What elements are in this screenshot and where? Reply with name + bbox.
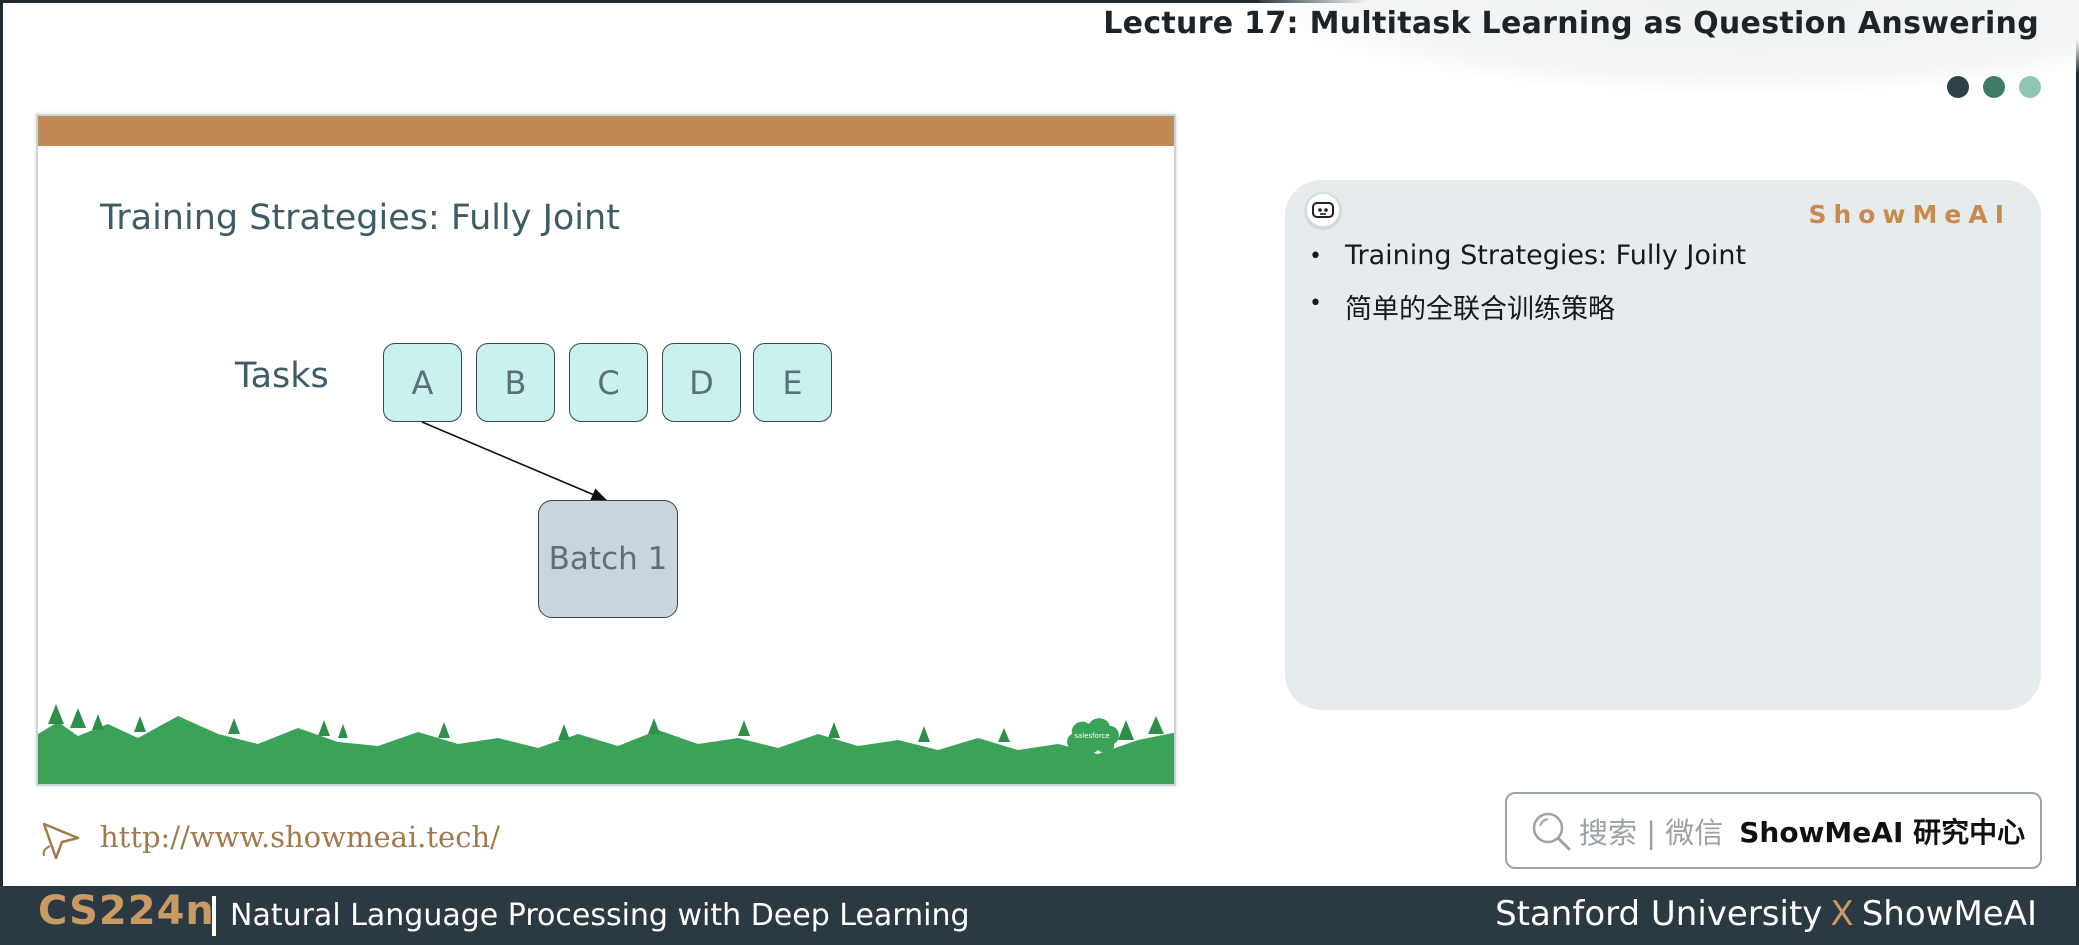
brand-label: ShowMeAI (1808, 200, 2011, 229)
robot-icon (1305, 192, 1341, 228)
lecture-slide: Training Strategies: Fully Joint Tasks A… (36, 114, 1176, 786)
cursor-icon (42, 822, 80, 860)
footer-x: X (1830, 894, 1854, 934)
salesforce-logo-text: salesforce (1074, 732, 1109, 740)
task-box-a: A (383, 343, 462, 422)
dot-light (2019, 76, 2041, 98)
course-code: CS224n (38, 888, 215, 934)
search-icon (1532, 812, 1571, 850)
task-box-e: E (753, 343, 832, 422)
batch-box: Batch 1 (538, 500, 678, 618)
search-account-name: ShowMeAI 研究中心 (1739, 815, 2026, 849)
forest-landscape (38, 704, 1174, 784)
search-box[interactable]: 搜索 | 微信 ShowMeAI 研究中心 (1505, 792, 2042, 869)
notes-list: Training Strategies: Fully Joint 简单的全联合训… (1309, 240, 1746, 342)
slide-top-bar (38, 116, 1174, 146)
footer-divider (212, 896, 216, 936)
task-box-d: D (662, 343, 741, 422)
dot-mid (1983, 76, 2005, 98)
header-decoration (1259, 0, 2079, 95)
tasks-label: Tasks (235, 356, 329, 396)
slide-title: Training Strategies: Fully Joint (100, 198, 620, 238)
footer-bar: CS224n Natural Language Processing with … (0, 886, 2079, 945)
task-to-batch-arrow (421, 421, 608, 501)
search-hint: 搜索 | 微信 (1579, 815, 1724, 850)
dot-dark (1947, 76, 1969, 98)
footer-left-org: Stanford University (1495, 894, 1823, 934)
website-link[interactable]: http://www.showmeai.tech/ (100, 820, 500, 854)
notes-bullet: Training Strategies: Fully Joint (1309, 240, 1746, 274)
salesforce-logo: salesforce (1067, 718, 1119, 755)
course-name: Natural Language Processing with Deep Le… (230, 898, 970, 933)
footer-right-org: ShowMeAI (1861, 894, 2037, 934)
notes-panel: ShowMeAI Training Strategies: Fully Join… (1285, 180, 2041, 710)
task-box-b: B (476, 343, 555, 422)
task-box-c: C (569, 343, 648, 422)
decorative-dots (1947, 76, 2041, 98)
notes-bullet: 简单的全联合训练策略 (1309, 287, 1746, 326)
lecture-title: Lecture 17: Multitask Learning as Questi… (1103, 6, 2039, 41)
